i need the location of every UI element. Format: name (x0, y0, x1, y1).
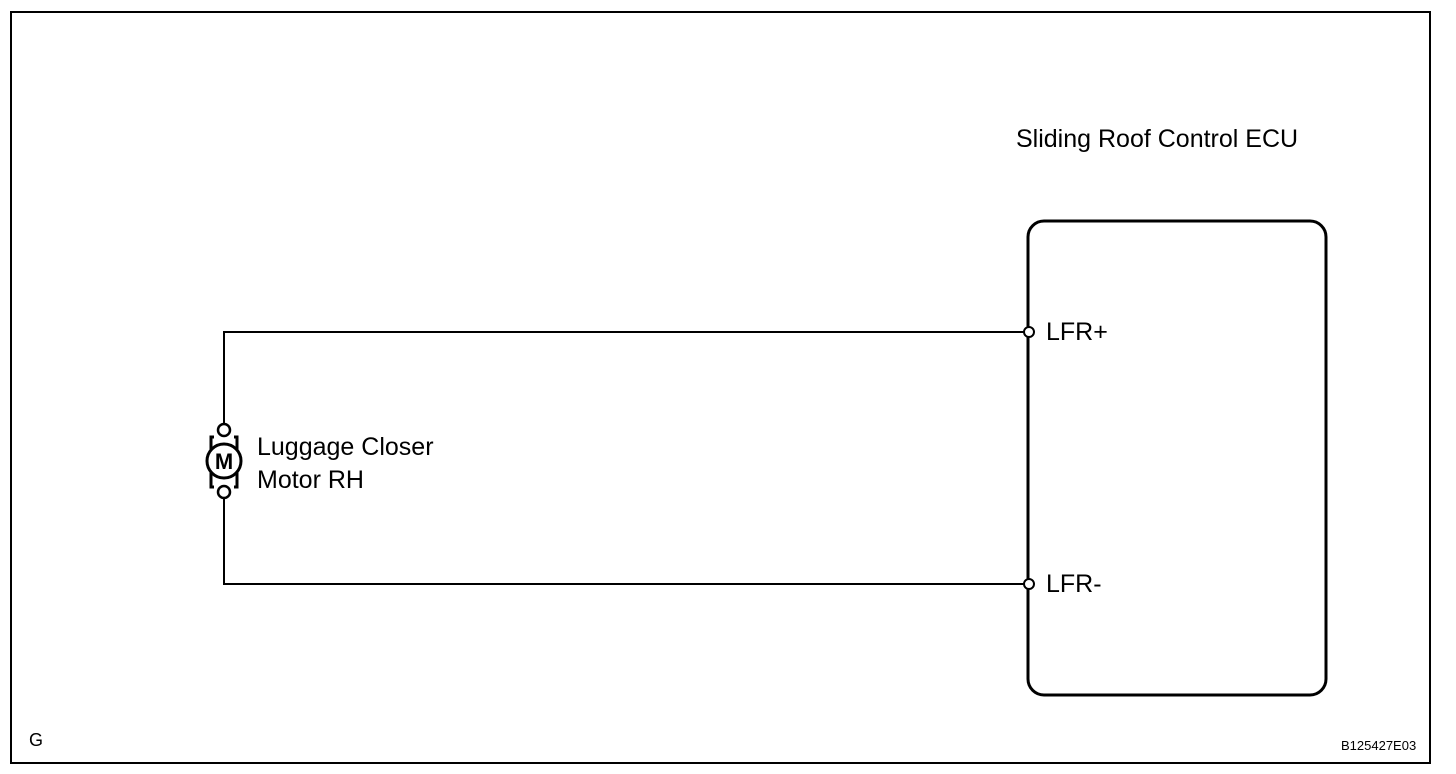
motor-label-line2: Motor RH (257, 466, 364, 494)
motor-label-line1: Luggage Closer (257, 433, 434, 461)
ecu-box (1026, 219, 1328, 697)
wire-lfr-minus (223, 497, 1024, 585)
pin-label-lfr-minus: LFR- (1046, 570, 1102, 598)
diagram-frame (10, 11, 1431, 764)
terminal-lfr-plus (1023, 326, 1035, 338)
motor-terminal-bottom (216, 484, 232, 500)
motor-letter: M (215, 449, 233, 474)
terminal-lfr-minus (1023, 578, 1035, 590)
pin-label-lfr-plus: LFR+ (1046, 318, 1108, 346)
corner-mark: G (29, 730, 44, 750)
wire-lfr-plus (223, 331, 1024, 423)
figure-code: B125427E03 (1341, 738, 1417, 753)
motor-icon: M (205, 422, 243, 500)
ecu-title: Sliding Roof Control ECU (1016, 125, 1299, 153)
motor-terminal-top (216, 422, 232, 438)
motor-body (205, 442, 243, 480)
